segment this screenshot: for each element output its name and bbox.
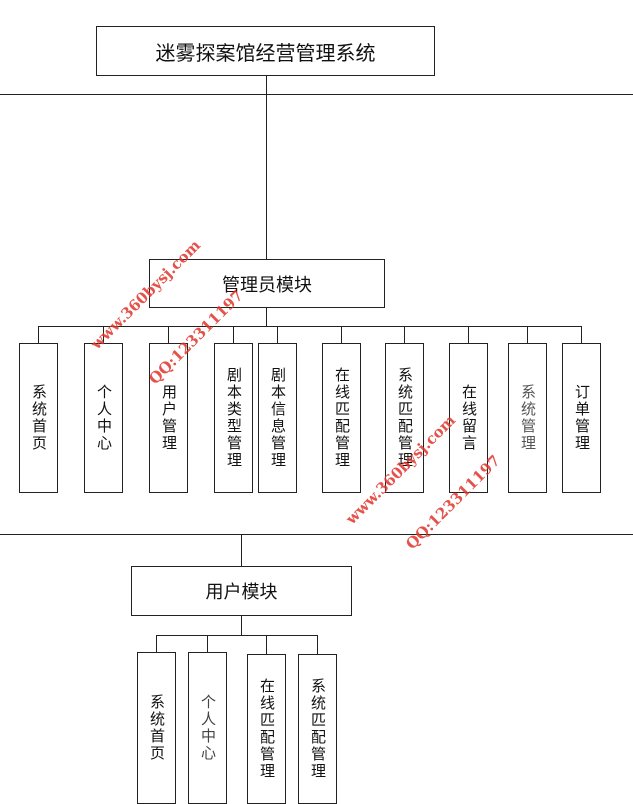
admin-bus bbox=[38, 326, 582, 327]
admin-leaf-online-message: 在线留言 bbox=[449, 343, 488, 493]
admin-drop-9 bbox=[527, 326, 528, 343]
admin-drop-5 bbox=[277, 326, 278, 343]
user-drop-4 bbox=[317, 635, 318, 654]
admin-leaf-system-management: 系统管理 bbox=[508, 343, 547, 493]
admin-leaf-order-management: 订单管理 bbox=[562, 343, 601, 493]
admin-leaf-label: 剧本信息管理 bbox=[269, 367, 287, 469]
admin-drop-1 bbox=[38, 326, 39, 343]
admin-leaf-script-info-management: 剧本信息管理 bbox=[258, 343, 297, 493]
separator-middle bbox=[0, 534, 633, 535]
admin-leaf-system-home: 系统首页 bbox=[19, 343, 58, 493]
user-leaf-label: 在线匹配管理 bbox=[258, 678, 276, 780]
connector-root-admin bbox=[266, 76, 267, 259]
admin-leaf-script-type-management: 剧本类型管理 bbox=[214, 343, 253, 493]
root-label: 迷雾探案馆经营管理系统 bbox=[155, 40, 376, 65]
admin-drop-6 bbox=[341, 326, 342, 343]
admin-drop-10 bbox=[581, 326, 582, 343]
admin-drop-7 bbox=[404, 326, 405, 343]
user-bus bbox=[156, 635, 318, 636]
user-leaf-personal-center: 个人中心 bbox=[188, 652, 227, 804]
admin-leaf-label: 系统首页 bbox=[30, 384, 48, 452]
user-leaf-label: 系统首页 bbox=[148, 694, 166, 762]
connector-user-bus bbox=[241, 616, 242, 635]
connector-admin-bus bbox=[266, 308, 267, 326]
user-leaf-label: 系统匹配管理 bbox=[309, 678, 327, 780]
user-module-node: 用户模块 bbox=[131, 566, 352, 616]
admin-module-node: 管理员模块 bbox=[149, 259, 385, 308]
admin-leaf-label: 系统匹配管理 bbox=[396, 367, 414, 469]
user-leaf-online-match-management: 在线匹配管理 bbox=[247, 654, 286, 804]
admin-module-label: 管理员模块 bbox=[222, 274, 312, 296]
user-leaf-system-home: 系统首页 bbox=[137, 652, 176, 804]
admin-drop-8 bbox=[468, 326, 469, 343]
separator-top bbox=[0, 94, 633, 95]
root-node: 迷雾探案馆经营管理系统 bbox=[96, 26, 435, 76]
user-leaf-label: 个人中心 bbox=[199, 694, 217, 762]
admin-leaf-label: 系统管理 bbox=[519, 384, 537, 452]
user-module-label: 用户模块 bbox=[205, 582, 278, 603]
admin-leaf-label: 用户管理 bbox=[160, 384, 178, 452]
connector-separator-user bbox=[241, 535, 242, 566]
admin-leaf-user-management: 用户管理 bbox=[149, 343, 188, 493]
admin-drop-3 bbox=[168, 326, 169, 343]
admin-leaf-system-match-management: 系统匹配管理 bbox=[385, 343, 424, 493]
admin-leaf-online-match-management: 在线匹配管理 bbox=[322, 343, 361, 493]
user-drop-3 bbox=[266, 635, 267, 654]
user-drop-1 bbox=[156, 635, 157, 652]
admin-leaf-label: 在线留言 bbox=[460, 384, 478, 452]
user-drop-2 bbox=[207, 635, 208, 652]
admin-leaf-label: 个人中心 bbox=[95, 384, 113, 452]
admin-leaf-label: 剧本类型管理 bbox=[225, 367, 243, 469]
user-leaf-system-match-management: 系统匹配管理 bbox=[298, 654, 337, 804]
admin-drop-2 bbox=[103, 326, 104, 343]
admin-leaf-label: 订单管理 bbox=[573, 384, 591, 452]
admin-drop-4 bbox=[233, 326, 234, 343]
admin-leaf-personal-center: 个人中心 bbox=[84, 343, 123, 493]
admin-leaf-label: 在线匹配管理 bbox=[333, 367, 351, 469]
